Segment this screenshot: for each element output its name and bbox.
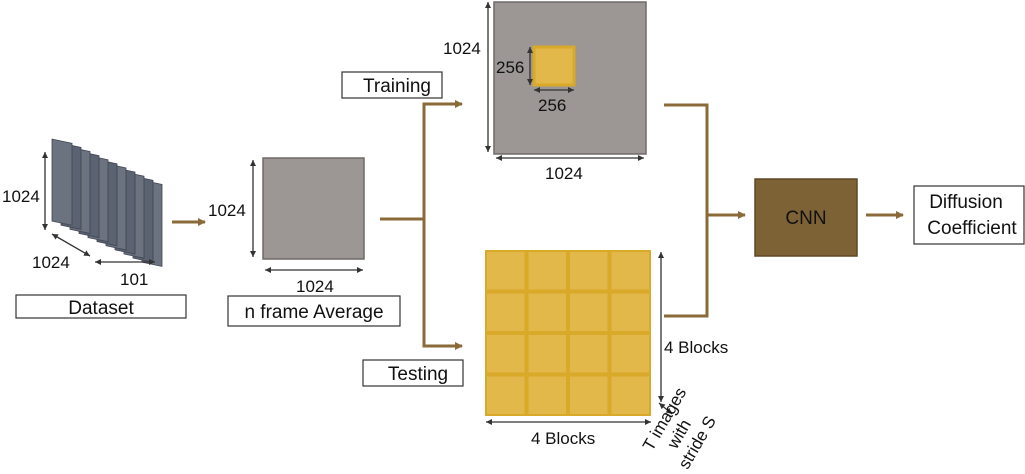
dataset-width-label: 1024 <box>32 253 70 272</box>
grid-block <box>528 293 566 331</box>
dataset-label-box <box>15 294 187 319</box>
merge-connector <box>664 103 709 318</box>
grid-block <box>487 293 525 331</box>
grid-block <box>611 293 649 331</box>
dataset-width-dim-line <box>51 233 91 257</box>
grid-block <box>487 335 525 373</box>
grid-block <box>611 376 649 414</box>
patch-height-label: 256 <box>496 58 524 77</box>
grid-rows-label: 4 Blocks <box>664 338 728 357</box>
cnn-box <box>754 178 858 257</box>
grid-block <box>528 335 566 373</box>
grid-block <box>570 376 608 414</box>
stack-frame <box>51 138 73 226</box>
average-label: n frame Average <box>244 302 383 323</box>
average-width-label: 1024 <box>296 277 334 296</box>
dataset-depth-label: 101 <box>120 270 148 289</box>
grid-block <box>528 252 566 290</box>
block-grid-icon <box>485 250 651 416</box>
output-label-line-1: Diffusion <box>929 192 1003 213</box>
stride-label: T images with stride S <box>639 384 720 472</box>
output-label-box <box>913 185 1025 245</box>
output-label-line-2: Coefficient <box>927 218 1017 239</box>
grid-block <box>611 252 649 290</box>
grid-block <box>570 252 608 290</box>
grid-cols-label: 4 Blocks <box>531 429 595 448</box>
grid-block <box>528 376 566 414</box>
training-width-label: 1024 <box>545 164 583 183</box>
flow-arrow-icon <box>380 100 463 221</box>
stride-dim-line <box>658 402 673 415</box>
grid-block <box>611 335 649 373</box>
dataset-label: Dataset <box>68 298 134 319</box>
frame-square-icon <box>262 157 365 260</box>
training-height-label: 1024 <box>443 39 481 58</box>
patch-square-icon <box>532 45 576 87</box>
average-height-label: 1024 <box>208 201 246 220</box>
flow-arrow-icon <box>422 219 463 350</box>
testing-label: Testing <box>388 364 448 385</box>
grid-block <box>570 293 608 331</box>
grid-block <box>487 252 525 290</box>
average-label-box <box>227 295 401 327</box>
grid-block <box>570 335 608 373</box>
dataset-height-label: 1024 <box>2 187 40 206</box>
training-label: Training <box>363 76 431 97</box>
stack-icon <box>51 138 163 267</box>
patch-width-label: 256 <box>538 96 566 115</box>
grid-block <box>487 376 525 414</box>
training-label-box <box>341 71 443 99</box>
testing-label-box <box>362 359 464 387</box>
cnn-label: CNN <box>785 208 826 229</box>
